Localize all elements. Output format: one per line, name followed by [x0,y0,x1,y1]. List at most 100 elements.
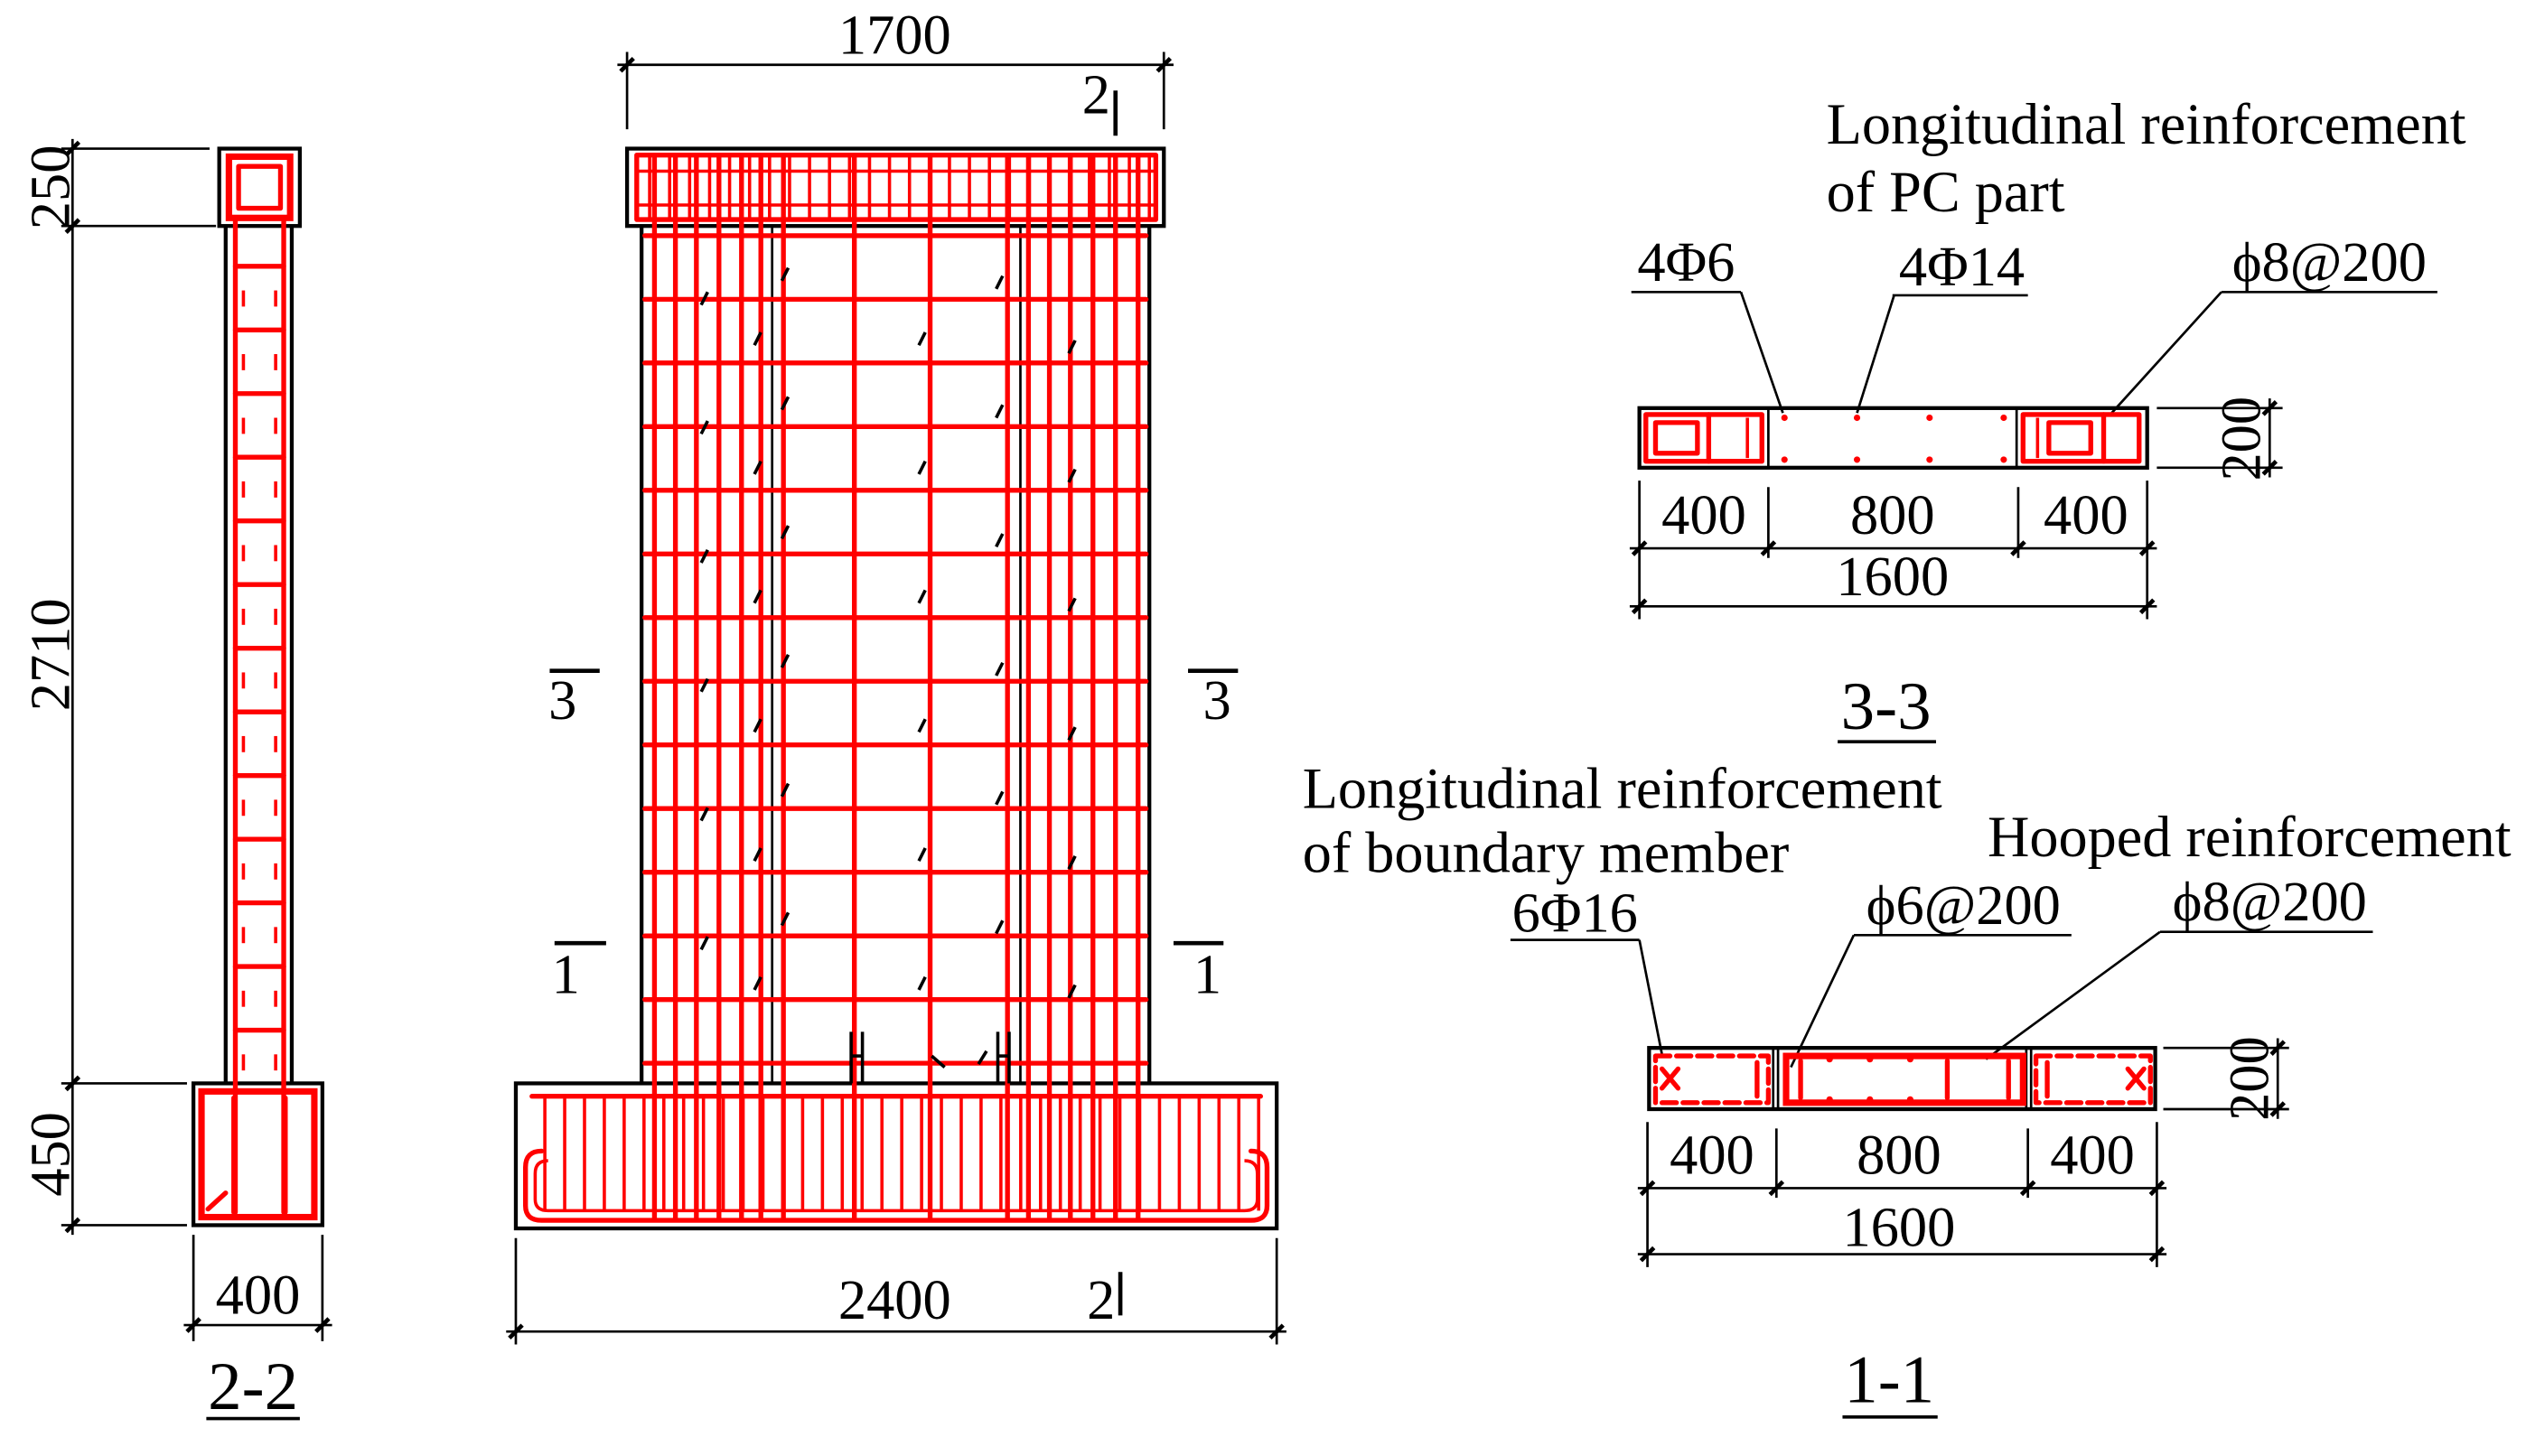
splice-mark [1067,726,1077,742]
section-2-2-height-dimension [61,138,217,1236]
section-3-3-view [1629,291,2437,743]
cut-label-3-right: 3 [1203,668,1231,732]
stirrup-hook [205,1190,229,1212]
dim-wall-height: 2710 [19,598,82,711]
callout-left: 6Φ16 [1512,882,1638,945]
boundary-hoop-right [2033,1053,2153,1106]
leader-line [1790,934,1856,1069]
splice-mark [780,782,791,798]
dim-total-width: 1600 [1842,1196,1955,1259]
splice-mark [917,331,927,347]
section-2-2-view [61,138,332,1421]
splice-mark [1067,340,1077,354]
splice-mark [780,266,791,282]
splice-mark [917,975,927,991]
section-1-1-reinforcement [1652,1052,2153,1106]
section-1-1-view [1510,930,2373,1419]
elevation-concrete-outline [513,146,1279,1231]
section-3-3-thickness-dimension [2156,398,2283,478]
section-2-2-concrete-outline [191,146,325,1227]
longitudinal-bar-dot [1866,1056,1874,1063]
section-1-1-width-dimensions [1637,1122,2167,1267]
dim-middle: 800 [1850,483,1935,546]
longitudinal-bar-dot [1926,414,1933,422]
splice-mark [780,396,791,411]
section-cut-lines [549,90,1239,1316]
elevation-reinforcement [523,153,1270,1223]
splice-mark [780,654,791,668]
longitudinal-bar-dot [1926,456,1933,463]
callout-right: ϕ8@200 [2173,870,2367,933]
callout-middle: ϕ6@200 [1866,873,2061,937]
splice-mark [753,331,762,347]
inner-hoop-left [1652,420,1700,456]
section-3-3-concrete-outline [1637,406,2149,470]
cut-label-1-left: 1 [552,943,580,1006]
foundation-outline [191,1081,325,1227]
dim-right-boundary: 400 [2050,1123,2135,1186]
splice-mark [699,420,709,435]
note-boundary-longitudinal-line-1: Longitudinal reinforcement [1303,756,1942,820]
section-outline [1647,1046,2157,1112]
dim-left-boundary: 400 [1661,483,1746,546]
top-beam-outline [217,146,303,229]
top-beam-inner-stirrup [236,163,284,211]
longitudinal-bar-dot [1866,1096,1874,1103]
section-1-1-title: 1-1 [1844,1343,1934,1418]
top-beam-cage [634,153,1159,222]
section-3-3-callout-leaders [1631,291,2437,415]
web-hoop [1782,1052,2026,1106]
dim-right-boundary: 400 [2044,483,2128,546]
elevation-splice-marks [699,266,1077,1084]
splice-mark [753,847,762,863]
leader-line [1739,291,1784,414]
splice-mark [1067,855,1077,870]
note-boundary-longitudinal-line-2: of boundary member [1303,821,1790,885]
cut-label-1-right: 1 [1193,943,1221,1006]
longitudinal-bar-dot [1853,456,1861,463]
splice-mark [699,677,709,693]
splice-mark [995,275,1005,290]
section-1-1-labels: Longitudinal reinforcement of boundary m… [1303,756,2512,1417]
dim-foundation-height: 450 [19,1112,82,1197]
boundary-hoop-left [1643,412,1764,464]
section-outline [1637,406,2149,470]
foundation-stirrup [198,1087,318,1221]
section-2-2-reinforcement [198,153,318,1221]
callout-middle: 4Φ14 [1899,235,2025,298]
longitudinal-bar-dot [1781,414,1788,422]
dim-foundation-width: 2400 [838,1268,951,1331]
elevation-bottom-dimension [506,1237,1286,1345]
note-hooped-reinforcement: Hooped reinforcement [1988,805,2512,869]
cut-label-2-bottom: 2 [1087,1268,1115,1331]
splice-mark [931,1054,946,1069]
dim-thickness: 200 [2218,1036,2281,1121]
dim-middle: 800 [1857,1123,1941,1186]
dim-top-beam-width: 1700 [838,3,951,66]
splice-mark [780,911,791,927]
wall-elevation-view [506,51,1286,1345]
splice-mark [995,790,1005,806]
splice-mark [699,549,709,564]
leader-line [2110,291,2222,415]
inner-hoop-right [2046,420,2093,456]
top-beam-outline [624,146,1166,229]
boundary-hoop-right [2020,412,2142,464]
splice-mark [699,807,709,822]
dim-section-width: 400 [216,1264,301,1327]
splice-mark [995,404,1005,419]
longitudinal-bar-dot [1906,1096,1913,1103]
leader-line [1985,930,2161,1060]
splice-mark [917,589,927,604]
longitudinal-bar-dot [1826,1056,1833,1063]
section-1-1-callout-leaders [1510,930,2373,1069]
note-pc-longitudinal-line-2: of PC part [1827,160,2065,224]
elevation-top-dimension [617,51,1174,130]
splice-mark [977,1050,988,1065]
longitudinal-bar-dot [1906,1056,1913,1063]
splice-mark [1067,597,1077,612]
elevation-labels: 1700 2 2400 2 3 3 1 1 [548,3,1231,1331]
dim-total-width: 1600 [1836,545,1949,608]
section-2-2-width-dimension [183,1235,332,1341]
